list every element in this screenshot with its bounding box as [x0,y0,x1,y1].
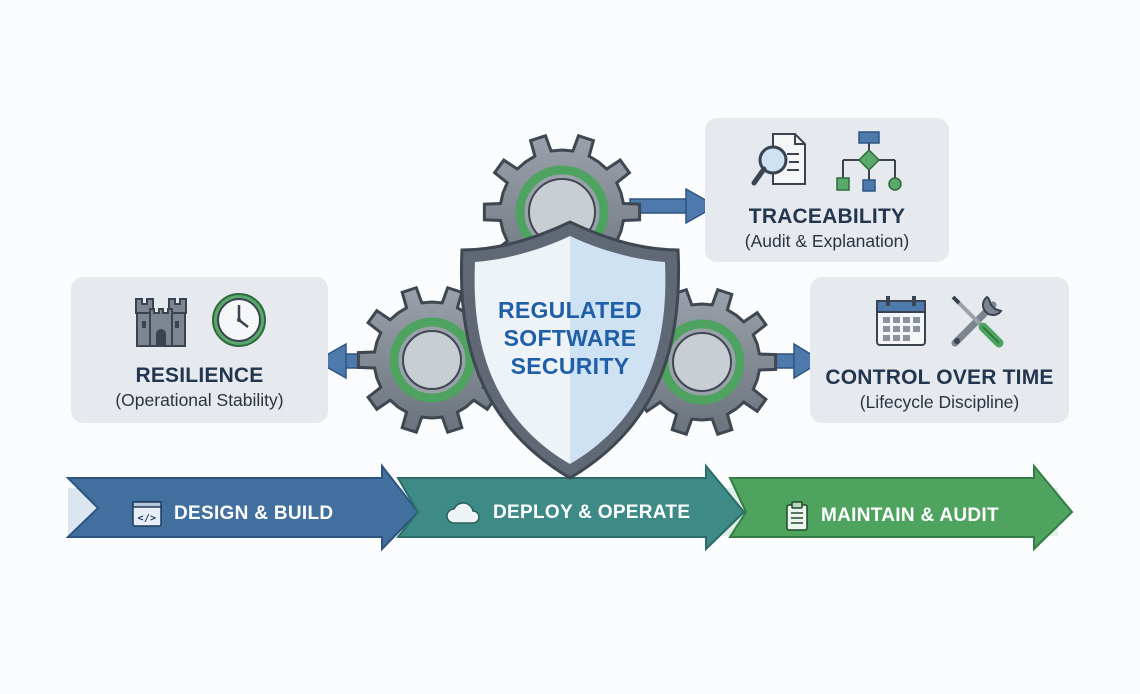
stage-deploy-operate: DEPLOY & OPERATE [445,501,690,525]
control-card: CONTROL OVER TIME (Lifecycle Discipline) [810,277,1069,423]
wrench-screwdriver-icon [947,291,1007,356]
stage-deploy-operate-label: DEPLOY & OPERATE [493,502,691,523]
clipboard-icon [785,501,809,531]
stage-design-build: </> DESIGN & BUILD [132,501,333,527]
castle-icon [132,291,190,354]
svg-text:</>: </> [138,513,157,524]
traceability-title: TRACEABILITY [748,205,906,228]
lifecycle-arrow-deploy [395,463,746,552]
gear-right-hole [672,332,732,392]
cloud-icon [445,501,481,525]
shield-icon [459,220,681,480]
code-window-icon: </> [132,501,162,527]
resilience-card: RESILIENCE (Operational Stability) [71,277,328,423]
stage-maintain-audit-label: MAINTAIN & AUDIT [821,505,999,526]
document-magnifier-icon [751,130,813,197]
traceability-subtitle: (Audit & Explanation) [744,231,910,251]
stage-maintain-audit: MAINTAIN & AUDIT [785,501,999,531]
lifecycle-arrow-maintain [728,463,1074,552]
shield-title-line-1: REGULATED [497,297,643,323]
gear-left-hole [402,330,462,390]
arrow-to-traceability [629,187,718,225]
control-title: CONTROL OVER TIME [825,366,1054,389]
clock-icon [210,291,268,354]
flowchart-icon [835,130,903,197]
lifecycle-arrow-design [65,463,420,552]
traceability-card: TRACEABILITY (Audit & Explanation) [705,118,949,262]
shield-title-line-2: SOFTWARE [503,325,637,351]
shield-title: REGULATED SOFTWARE SECURITY [470,296,670,380]
shield-title-line-3: SECURITY [510,353,630,379]
resilience-subtitle: (Operational Stability) [115,390,284,410]
calendar-icon [873,293,929,354]
resilience-title: RESILIENCE [135,364,264,387]
control-subtitle: (Lifecycle Discipline) [859,392,1020,412]
stage-design-build-label: DESIGN & BUILD [174,503,334,524]
